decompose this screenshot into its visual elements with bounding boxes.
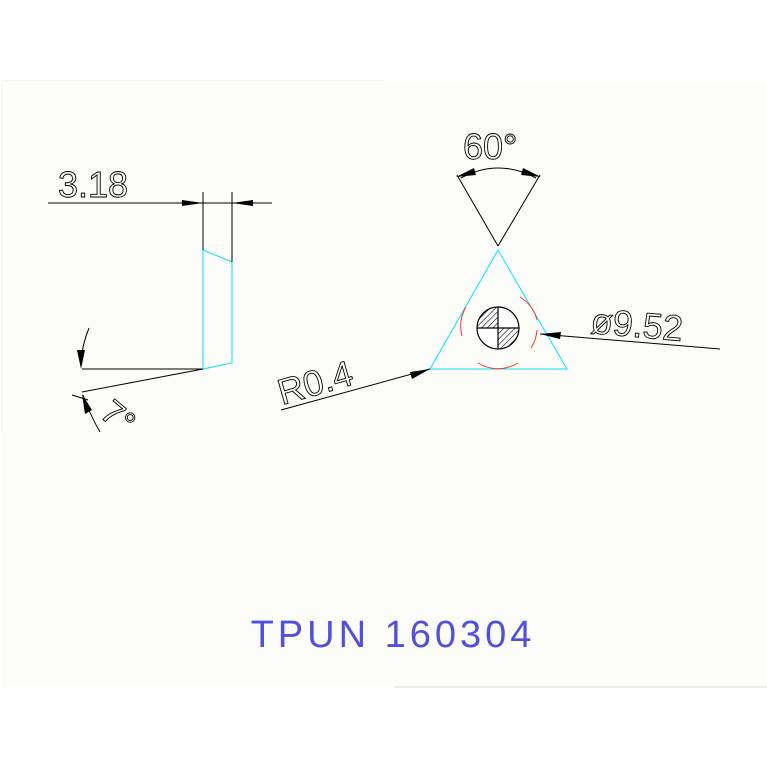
thickness-label: 3.18 — [58, 164, 128, 205]
radius-leader-line — [280, 368, 431, 411]
angle-label: 60° — [463, 126, 517, 167]
radius-arrow — [410, 369, 430, 379]
insert-designation: TPUN 160304 — [251, 614, 536, 656]
clearance-arrow-upper — [77, 350, 85, 369]
clearance-extension — [71, 394, 89, 401]
thickness-arrow-left — [182, 200, 203, 206]
center-hole-symbol — [476, 306, 520, 350]
clearance-angle-line — [81, 368, 204, 393]
diameter-leader-line — [539, 333, 721, 350]
inscribed-circle-arcs — [460, 296, 538, 370]
angle-leg-right — [497, 174, 541, 247]
insert-top-view: 60° R0.4 ø9.52 — [272, 126, 721, 413]
angle-leg-left — [456, 174, 499, 247]
diameter-label: ø9.52 — [589, 300, 684, 349]
insert-side-profile — [202, 249, 233, 370]
diameter-arrow — [540, 332, 561, 339]
sheet-main-background — [2, 81, 767, 687]
angle-arrow-left — [456, 168, 476, 177]
thickness-arrow-right — [232, 200, 253, 206]
angle-arrow-right — [521, 168, 541, 177]
